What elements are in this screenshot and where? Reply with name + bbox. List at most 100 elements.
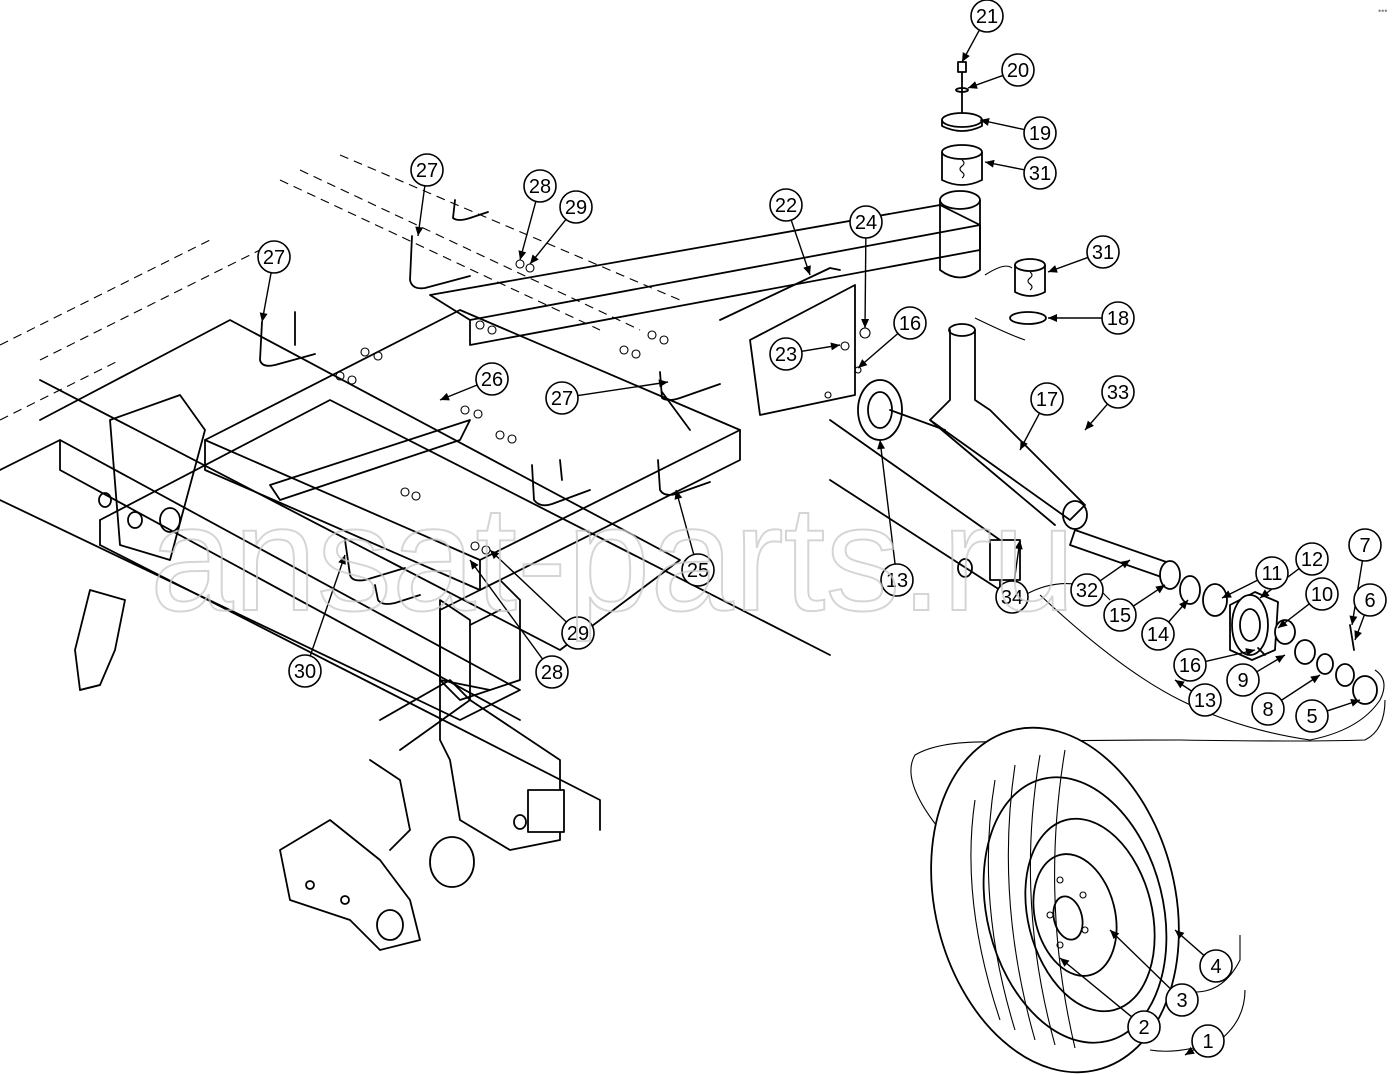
leader-line <box>790 219 811 276</box>
leader-arrowhead <box>1048 265 1058 273</box>
callout-circle <box>1191 1024 1225 1058</box>
callout-34: 34 <box>995 539 1029 614</box>
leader-arrowhead <box>962 52 970 62</box>
callout-label: 23 <box>775 344 797 366</box>
callout-label: 29 <box>567 623 589 645</box>
leader-line <box>1109 929 1172 990</box>
leader-line <box>879 439 896 565</box>
leader-line <box>675 489 695 555</box>
callout-21: 21 <box>961 0 1004 63</box>
callout-circle <box>1305 577 1339 611</box>
leader-arrowhead <box>259 312 268 322</box>
leader-line <box>577 381 669 397</box>
callout-circle <box>1255 556 1289 590</box>
callout-circle <box>769 337 803 371</box>
callout-circle <box>1070 573 1104 607</box>
callout-circle <box>561 616 595 650</box>
leader-arrowhead <box>1179 600 1188 610</box>
callout-circle <box>475 362 509 396</box>
callout-label: 13 <box>1194 690 1216 712</box>
callout-circle <box>1030 382 1064 416</box>
callout-circle <box>1101 375 1135 409</box>
pivot-stack <box>941 61 1047 341</box>
callout-label: 17 <box>1036 389 1058 411</box>
leader-line <box>519 201 537 261</box>
callout-circle <box>410 153 444 187</box>
leader-arrowhead <box>858 359 868 368</box>
callout-28: 28 <box>518 169 557 261</box>
callout-27: 27 <box>545 379 669 415</box>
logo-mark: ••• <box>1378 6 1387 16</box>
leader-arrowhead <box>470 560 479 570</box>
callout-circle <box>1141 617 1175 651</box>
callout-13: 13 <box>877 439 914 597</box>
wheel-assembly <box>910 699 1386 1074</box>
callout-circle <box>288 654 322 688</box>
callout-8: 8 <box>1251 674 1321 726</box>
callout-label: 1 <box>1202 1031 1213 1053</box>
leader-arrowhead <box>968 81 978 89</box>
callout-circle <box>970 0 1004 33</box>
leader-arrowhead <box>518 250 527 260</box>
callout-label: 9 <box>1237 670 1248 692</box>
u-bolts <box>259 199 721 605</box>
callout-circle <box>545 381 579 415</box>
callout-circle <box>995 580 1029 614</box>
callout-label: 6 <box>1364 590 1375 612</box>
leader-arrowhead <box>1110 930 1120 940</box>
callout-label: 19 <box>1029 123 1051 145</box>
callout-18: 18 <box>1048 301 1135 335</box>
leader-arrowhead <box>658 379 668 388</box>
callout-28: 28 <box>469 559 569 689</box>
hardware-nuts <box>335 259 871 555</box>
callout-33: 33 <box>1084 375 1135 431</box>
callout-label: 26 <box>481 369 503 391</box>
callout-label: 28 <box>541 662 563 684</box>
leader-arrowhead <box>803 265 811 275</box>
callout-label: 16 <box>899 313 921 335</box>
callout-24: 24 <box>849 205 883 329</box>
callout-label: 3 <box>1176 990 1187 1012</box>
leader-line <box>469 559 544 660</box>
callout-circle <box>257 240 291 274</box>
callout-circle <box>1165 983 1199 1017</box>
callout-circle <box>1173 648 1207 682</box>
leader-arrowhead <box>1260 589 1270 598</box>
callout-label: 30 <box>294 661 316 683</box>
callout-circle <box>893 306 927 340</box>
watermark: ansat-parts.ru <box>150 474 1075 642</box>
callout-circle <box>1023 156 1057 190</box>
callout-29: 29 <box>529 190 593 265</box>
callout-27: 27 <box>410 153 444 237</box>
leader-arrowhead <box>1020 440 1028 450</box>
callout-circle <box>1086 235 1120 269</box>
callout-label: 11 <box>1262 563 1283 585</box>
callout-17: 17 <box>1019 382 1064 451</box>
callout-circle <box>1353 583 1387 617</box>
leader-arrowhead <box>530 254 539 264</box>
callout-label: 34 <box>1001 587 1023 609</box>
leader-arrowhead <box>1278 619 1288 628</box>
callout-26: 26 <box>439 362 509 401</box>
callout-circle <box>1023 116 1057 150</box>
callout-circle <box>1348 528 1382 562</box>
callout-circle <box>1001 53 1035 87</box>
callout-16: 16 <box>1173 648 1256 682</box>
callout-circle <box>1188 683 1222 717</box>
callout-32: 32 <box>1070 559 1131 607</box>
callout-circle <box>1103 598 1137 632</box>
callout-2: 2 <box>1059 957 1161 1044</box>
callout-circle <box>681 553 715 587</box>
callout-10: 10 <box>1277 577 1339 629</box>
callout-31: 31 <box>1047 235 1120 273</box>
callout-circle <box>849 205 883 239</box>
leader-arrowhead <box>1310 675 1320 684</box>
callout-31: 31 <box>984 156 1057 190</box>
leader-arrowhead <box>1349 615 1358 625</box>
callout-3: 3 <box>1109 929 1199 1017</box>
callout-label: 27 <box>551 388 573 410</box>
callout-label: 18 <box>1107 308 1129 330</box>
callout-label: 15 <box>1109 605 1131 627</box>
callout-4: 4 <box>1174 929 1233 983</box>
